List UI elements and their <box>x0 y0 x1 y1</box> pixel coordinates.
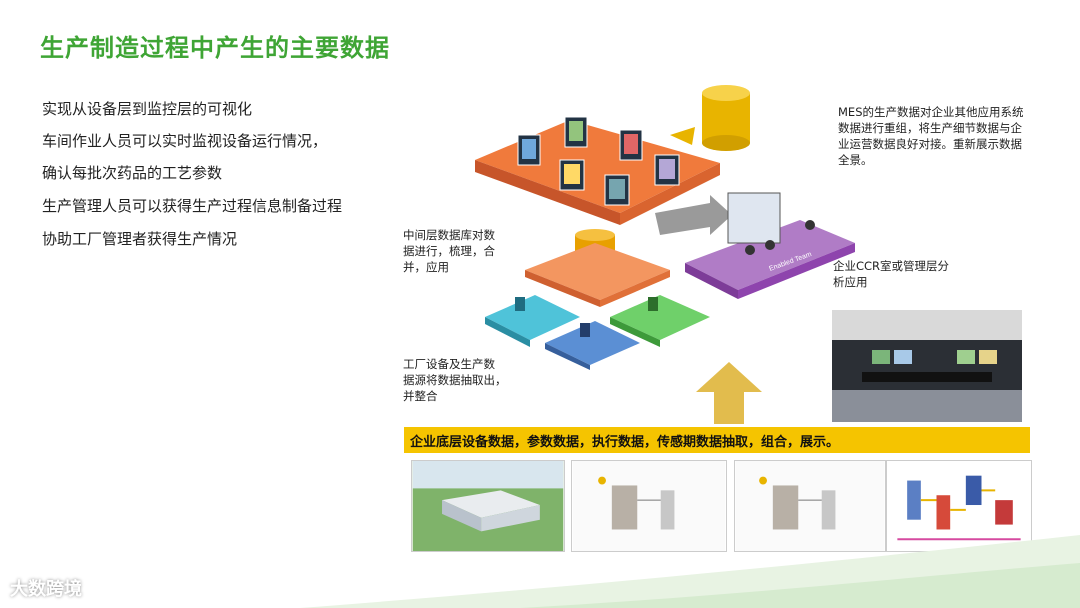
architecture-diagram: Calculation • Information • Intelligence… <box>475 85 855 370</box>
factory-note: 工厂设备及生产数 据源将数据抽取出， 并整合 <box>403 357 507 403</box>
database-cylinder-icon <box>702 85 750 151</box>
big-screen-icon <box>727 192 781 244</box>
page-title: 生产制造过程中产生的主要数据 <box>40 34 390 62</box>
plant-machine-icon <box>648 297 658 311</box>
gold-arrow-icon <box>670 127 695 145</box>
up-arrow-icon <box>696 362 762 424</box>
data-banner <box>404 427 1030 453</box>
control-room-photo <box>832 310 1022 422</box>
bullet-2: 车间作业人员可以实时监视设备运行情况， <box>42 132 328 150</box>
team-person-icon <box>745 245 755 255</box>
plant-layers <box>485 295 710 370</box>
bullet-5: 协助工厂管理者获得生产情况 <box>42 230 238 248</box>
ccr-note: 企业CCR室或管理层分 析应用 <box>833 259 950 289</box>
middle-layer-note: 中间层数据库对数 据进行，梳理，合 并，应用 <box>403 228 495 274</box>
factory-aerial-photo <box>411 460 565 552</box>
plant-machine-icon <box>515 297 525 311</box>
delivery-arrow-icon <box>655 195 732 235</box>
purple-layer: Enabled Team <box>685 192 855 299</box>
screen-group <box>517 116 680 206</box>
team-person-icon <box>765 240 775 250</box>
middle-orange-layer <box>525 243 670 307</box>
piping-schematic-diagram <box>886 460 1032 552</box>
team-person-icon <box>805 220 815 230</box>
decorative-swoosh <box>300 535 1080 608</box>
plant-machine-icon <box>580 323 590 337</box>
bullet-1: 实现从设备层到监控层的可视化 <box>42 100 253 118</box>
bullet-3: 确认每批次药品的工艺参数 <box>42 164 223 182</box>
watermark-text: 大数跨境 <box>10 579 82 600</box>
banner-text: 企业底层设备数据，参数数据，执行数据，传感期数据抽取，组合，展示。 <box>410 435 840 450</box>
process-equipment-diagram-2 <box>734 460 886 552</box>
mes-note: MES的生产数据对企业其他应用系统 数据进行重组，将生产细节数据与企 业运营数据… <box>838 105 1024 167</box>
process-equipment-diagram-1 <box>571 460 727 552</box>
bullet-4: 生产管理人员可以获得生产过程信息制备过程 <box>42 197 343 215</box>
